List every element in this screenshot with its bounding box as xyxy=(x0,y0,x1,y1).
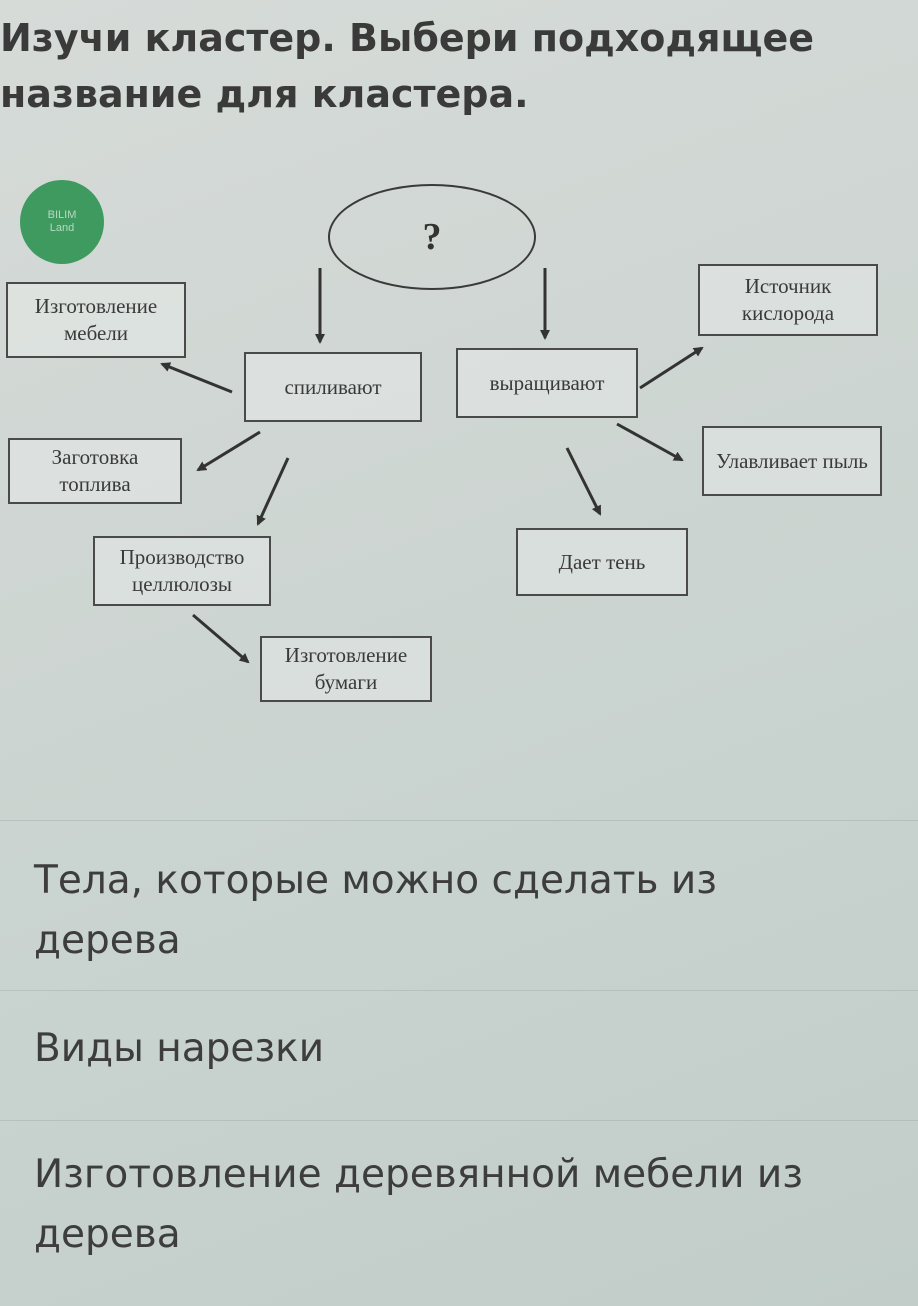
node-dust: Улавливает пыль xyxy=(702,426,882,496)
question-title: Изучи кластер. Выбери подходящее названи… xyxy=(0,10,900,122)
question-line-2: название для кластера. xyxy=(0,72,529,116)
node-cellulose: Производство целлюлозы xyxy=(93,536,271,606)
answer-option-2[interactable]: Виды нарезки xyxy=(0,990,918,1120)
cluster-center-node: ? xyxy=(328,184,536,290)
logo-line-1: BILIM xyxy=(47,209,77,221)
answer-option-3[interactable]: Изготовление деревянной мебели из дерева xyxy=(0,1120,918,1300)
question-line-1: Изучи кластер. Выбери подходящее xyxy=(0,16,815,60)
arrow-grow-to-shade xyxy=(565,447,602,516)
node-fuel: Заготовка топлива xyxy=(8,438,182,504)
cluster-arrows xyxy=(160,268,704,664)
arrow-grow-to-dust xyxy=(616,422,684,462)
node-oxygen: Источник кислорода xyxy=(698,264,878,336)
cluster-diagram: ? спиливают выращивают Изготовление мебе… xyxy=(0,170,918,730)
arrow-cut-to-cellulose xyxy=(256,457,290,526)
node-shade: Дает тень xyxy=(516,528,688,596)
arrow-cut-to-fuel xyxy=(196,430,261,472)
answer-option-1[interactable]: Тела, которые можно сделать из дерева xyxy=(0,820,918,990)
node-furniture: Изготовление мебели xyxy=(6,282,186,358)
node-grow: выращивают xyxy=(456,348,638,418)
arrow-grow-to-oxygen xyxy=(639,346,704,390)
node-paper: Изготовление бумаги xyxy=(260,636,432,702)
bilimland-logo: BILIM Land xyxy=(20,180,104,264)
logo-line-2: Land xyxy=(49,222,75,234)
node-cut-down: спиливают xyxy=(244,352,422,422)
arrow-cellulose-to-paper xyxy=(192,613,250,664)
arrow-cut-to-furniture xyxy=(160,362,233,394)
